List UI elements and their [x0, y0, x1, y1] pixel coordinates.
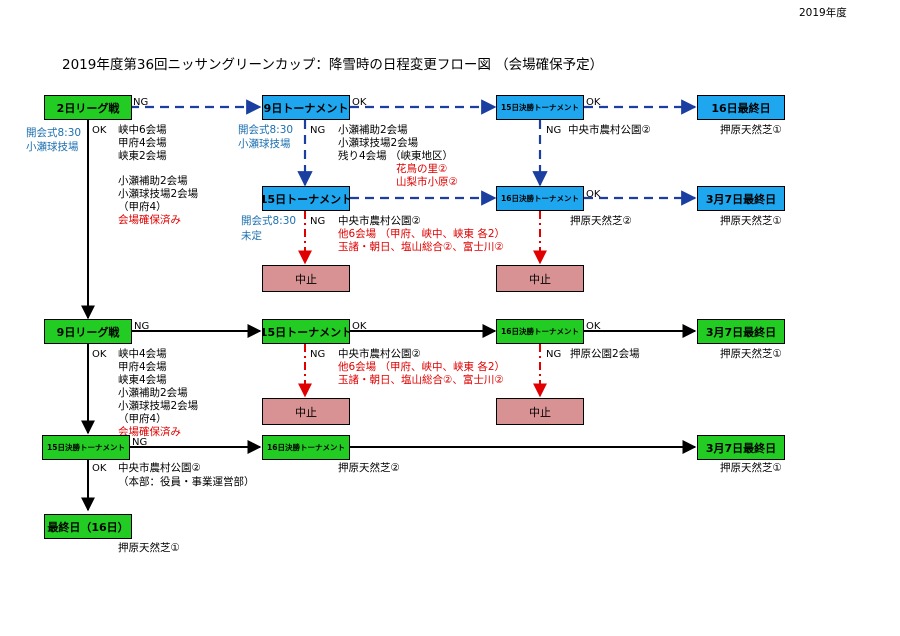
ng-label: NG [310, 125, 326, 136]
ng-label: NG [134, 321, 150, 332]
venue-line: 押原天然芝② [338, 462, 400, 474]
ng-label: NG [546, 125, 562, 136]
venue-secured-note: 会場確保済み [118, 214, 181, 226]
ok-label: OK [92, 125, 107, 136]
node-last-day16: 16日最終日 [697, 95, 785, 120]
venue-line-red: 玉諸・朝日、塩山総合②、富士川② [338, 374, 504, 386]
venue-line: 甲府4会場 [118, 137, 167, 149]
node-final-day15: 15日決勝トーナメント [42, 435, 130, 460]
venue-line-red: 他6会場 （甲府、峡中、峡東 各2） [338, 228, 506, 240]
venue-line: 峡東4会場 [118, 374, 167, 386]
node-final-day16: 16日決勝トーナメント [496, 319, 584, 344]
node-cancel: 中止 [262, 265, 350, 292]
ng-label: NG [310, 216, 326, 227]
venue-line: 中央市農村公園② [568, 124, 651, 136]
year-header: 2019年度 [799, 7, 847, 19]
ok-label: OK [92, 463, 107, 474]
node-final-day16: 16日決勝トーナメント [262, 435, 350, 460]
venue-line: 残り4会場 （峡東地区） [338, 150, 454, 162]
node-final-day16: 16日決勝トーナメント [496, 186, 584, 211]
venue-line: 小瀬球技場2会場 [118, 400, 199, 412]
venue-line-red: 山梨市小原② [396, 176, 458, 188]
venue-line: 小瀬補助2会場 [338, 124, 408, 136]
note-opening-830: 開会式8:30 [238, 124, 294, 136]
venue-line-red: 他6会場 （甲府、峡中、峡東 各2） [338, 361, 506, 373]
ng-label: NG [546, 349, 562, 360]
venue-line: 中央市農村公園② [338, 215, 421, 227]
venue-line: 押原天然芝① [720, 348, 782, 360]
venue-line: 峡東2会場 [118, 150, 167, 162]
node-cancel: 中止 [262, 398, 350, 425]
venue-secured-note: 会場確保済み [118, 426, 181, 438]
venue-line: 押原天然芝① [720, 124, 782, 136]
venue-line: 押原公園2会場 [570, 348, 640, 360]
note-kose-stadium: 小瀬球技場 [26, 141, 79, 153]
venue-line: 小瀬球技場2会場 [338, 137, 419, 149]
venue-line: 押原天然芝① [118, 542, 180, 554]
node-last-day: 最終日（16日） [44, 514, 132, 539]
node-march7-last: 3月7日最終日 [697, 319, 785, 344]
ok-label: OK [586, 189, 601, 200]
note-undecided: 未定 [241, 230, 262, 242]
ng-label: NG [132, 437, 148, 448]
venue-line-red: 花鳥の里② [396, 163, 448, 175]
venue-line: 押原天然芝① [720, 462, 782, 474]
venue-line: 小瀬補助2会場 [118, 387, 188, 399]
ok-label: OK [586, 97, 601, 108]
venue-line: 中央市農村公園② [338, 348, 421, 360]
node-league-day2: 2日リーグ戦 [44, 95, 132, 120]
venue-line: 峡中6会場 [118, 124, 167, 136]
node-march7-last: 3月7日最終日 [697, 186, 785, 211]
page-title: 2019年度第36回ニッサングリーンカップ：降雪時の日程変更フロー図 （会場確保… [62, 57, 604, 73]
venue-line: （本部：役員・事業運営部） [118, 476, 255, 488]
node-tournament-day15: 15日トーナメント [262, 319, 350, 344]
venue-line: （甲府4） [118, 201, 167, 213]
venue-line-red: 玉諸・朝日、塩山総合②、富士川② [338, 241, 504, 253]
node-cancel: 中止 [496, 265, 584, 292]
venue-line: 押原天然芝① [720, 215, 782, 227]
node-tournament-day15: 15日トーナメント [262, 186, 350, 211]
ng-label: NG [310, 349, 326, 360]
venue-line: （甲府4） [118, 413, 167, 425]
node-march7-last: 3月7日最終日 [697, 435, 785, 460]
ng-label: NG [133, 97, 149, 108]
node-cancel: 中止 [496, 398, 584, 425]
ok-label: OK [92, 349, 107, 360]
node-final-day15: 15日決勝トーナメント [496, 95, 584, 120]
venue-line: 甲府4会場 [118, 361, 167, 373]
ok-label: OK [586, 321, 601, 332]
ok-label: OK [352, 97, 367, 108]
venue-line: 小瀬球技場2会場 [118, 188, 199, 200]
node-tournament-day9: 9日トーナメント [262, 95, 350, 120]
node-league-day9: 9日リーグ戦 [44, 319, 132, 344]
note-kose-stadium: 小瀬球技場 [238, 138, 291, 150]
ok-label: OK [352, 321, 367, 332]
venue-line: 峡中4会場 [118, 348, 167, 360]
venue-line: 小瀬補助2会場 [118, 175, 188, 187]
note-opening-830: 開会式8:30 [241, 215, 297, 227]
note-opening-830: 開会式8:30 [26, 127, 82, 139]
venue-line: 中央市農村公園② [118, 462, 201, 474]
venue-line: 押原天然芝② [570, 215, 632, 227]
